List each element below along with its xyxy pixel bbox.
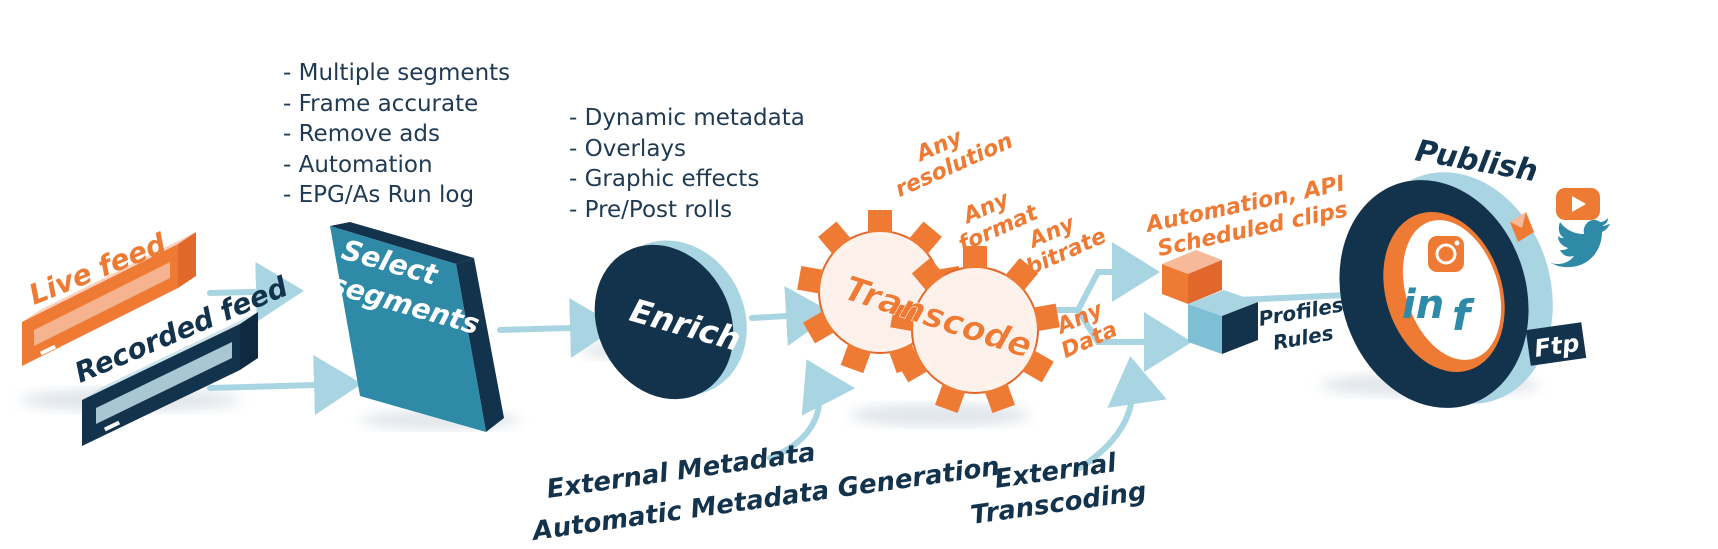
select-bullet: - EPG/As Run log xyxy=(283,182,475,208)
profiles-cube xyxy=(1188,290,1258,354)
enrich-bullet: - Dynamic metadata xyxy=(569,105,805,131)
arrow-external-transcoding xyxy=(1077,356,1167,471)
live-feed-box xyxy=(22,232,196,366)
ftp-badge: Ftp xyxy=(1525,322,1587,366)
automation-cube xyxy=(1162,250,1222,304)
arrow-live-to-select xyxy=(207,261,304,322)
publish-ring xyxy=(1339,172,1553,408)
enrich-bullet: - Overlays xyxy=(569,135,687,162)
enrich-bullet: - Pre/Post rolls xyxy=(569,196,733,223)
transcode-gears xyxy=(797,210,1060,414)
select-bullet: - Multiple segments xyxy=(283,60,511,86)
arrow-recorded-to-select xyxy=(207,355,362,416)
linkedin-icon: in xyxy=(1402,282,1444,328)
arrow-external-metadata xyxy=(767,359,856,461)
enrich-bullets: - Dynamic metadata - Overlays - Graphic … xyxy=(569,103,805,225)
twitter-icon xyxy=(1548,218,1610,268)
enrich-bullet: - Graphic effects xyxy=(569,166,760,192)
select-bullets: - Multiple segments - Frame accurate - R… xyxy=(283,58,510,211)
instagram-icon xyxy=(1428,236,1464,272)
arrow-select-to-enrich xyxy=(497,298,618,359)
select-bullet: - Remove ads xyxy=(283,121,440,147)
svg-text:f: f xyxy=(1452,291,1475,340)
enrich-disc xyxy=(594,240,747,400)
arrow-enrich-to-transcode xyxy=(749,286,834,347)
svg-text:in: in xyxy=(1402,282,1444,328)
email-icon xyxy=(1510,212,1534,242)
ftp-label: Ftp xyxy=(1533,329,1582,363)
select-bullet: - Automation xyxy=(283,151,433,178)
recorded-feed-box xyxy=(82,312,258,446)
select-bullet: - Frame accurate xyxy=(283,90,479,117)
arrow-split-up xyxy=(1075,242,1160,313)
youtube-icon xyxy=(1556,188,1600,220)
arrow-split-down xyxy=(1075,307,1192,372)
select-segments-panel xyxy=(330,222,504,432)
facebook-icon: f xyxy=(1452,291,1475,340)
